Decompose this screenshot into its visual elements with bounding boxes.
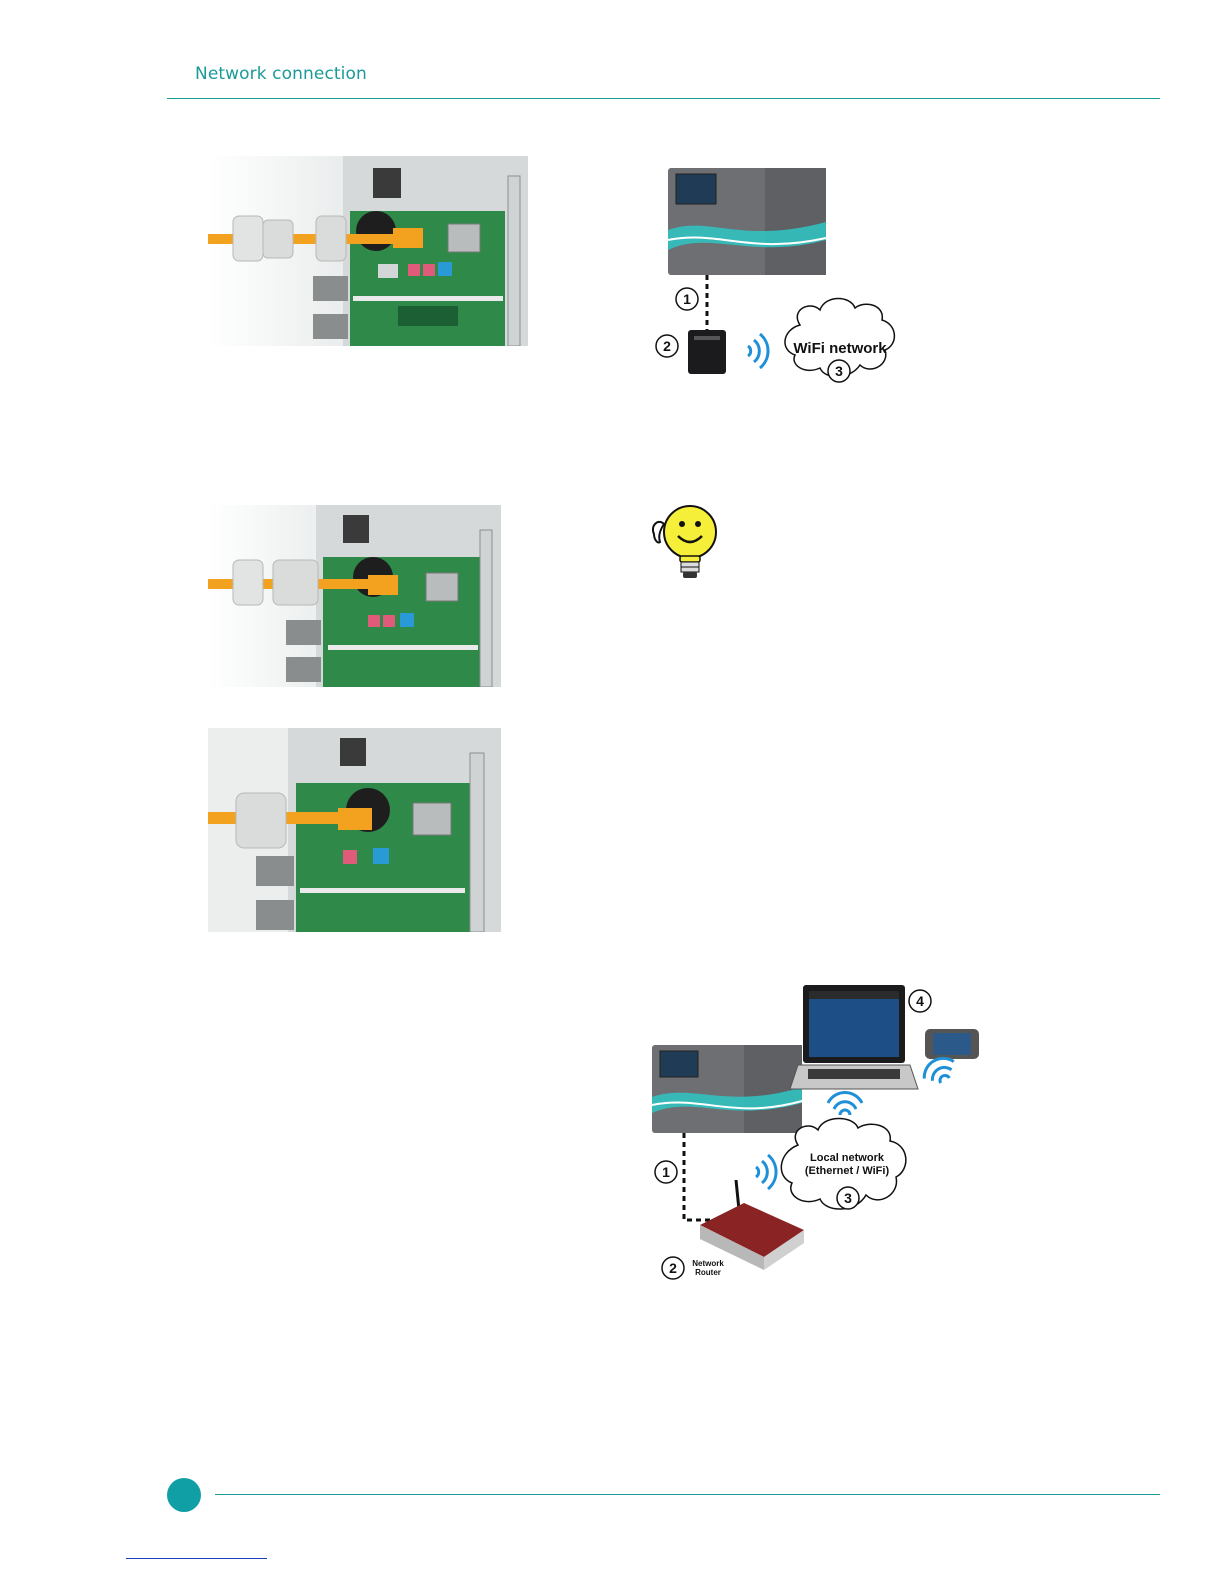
page-number-badge — [167, 1478, 201, 1512]
svg-text:1: 1 — [662, 1164, 670, 1180]
network-router-icon — [700, 1180, 804, 1270]
wireless-signal-icon — [828, 1092, 862, 1115]
local-network-label-line1: Local network — [810, 1152, 885, 1164]
router-label-line2: Router — [695, 1268, 721, 1277]
bottom-underline — [126, 1558, 267, 1559]
controller-device-icon — [668, 168, 826, 275]
cable-gland-step-2-photo — [208, 505, 501, 687]
local-network-diagram: 1 2 Network Router Local network (Ethern… — [648, 985, 988, 1285]
wifi-cloud-label: WiFi network — [793, 340, 887, 357]
svg-text:3: 3 — [835, 363, 843, 379]
smartphone-icon — [925, 1029, 979, 1059]
wireless-signal-icon — [748, 334, 768, 368]
controller-device-icon — [652, 1045, 802, 1133]
svg-text:1: 1 — [683, 291, 691, 307]
local-network-label-line2: (Ethernet / WiFi) — [805, 1165, 890, 1177]
wifi-adapter-icon — [688, 330, 726, 374]
svg-text:3: 3 — [844, 1190, 852, 1206]
laptop-icon — [790, 985, 918, 1089]
svg-text:4: 4 — [916, 993, 924, 1009]
svg-text:2: 2 — [669, 1260, 677, 1276]
page-header-title: Network connection — [195, 64, 367, 84]
cable-gland-step-3-photo — [208, 728, 501, 932]
cable-connection-line — [684, 1133, 718, 1220]
cable-gland-step-1-photo — [208, 156, 528, 346]
footer-rule — [215, 1494, 1160, 1495]
svg-text:2: 2 — [663, 338, 671, 354]
router-label-line1: Network — [692, 1259, 724, 1268]
header-rule — [167, 98, 1160, 99]
wifi-network-diagram: 1 2 WiFi network 3 — [650, 160, 910, 400]
wireless-signal-icon — [756, 1155, 776, 1189]
lightbulb-tip-icon — [648, 502, 720, 584]
